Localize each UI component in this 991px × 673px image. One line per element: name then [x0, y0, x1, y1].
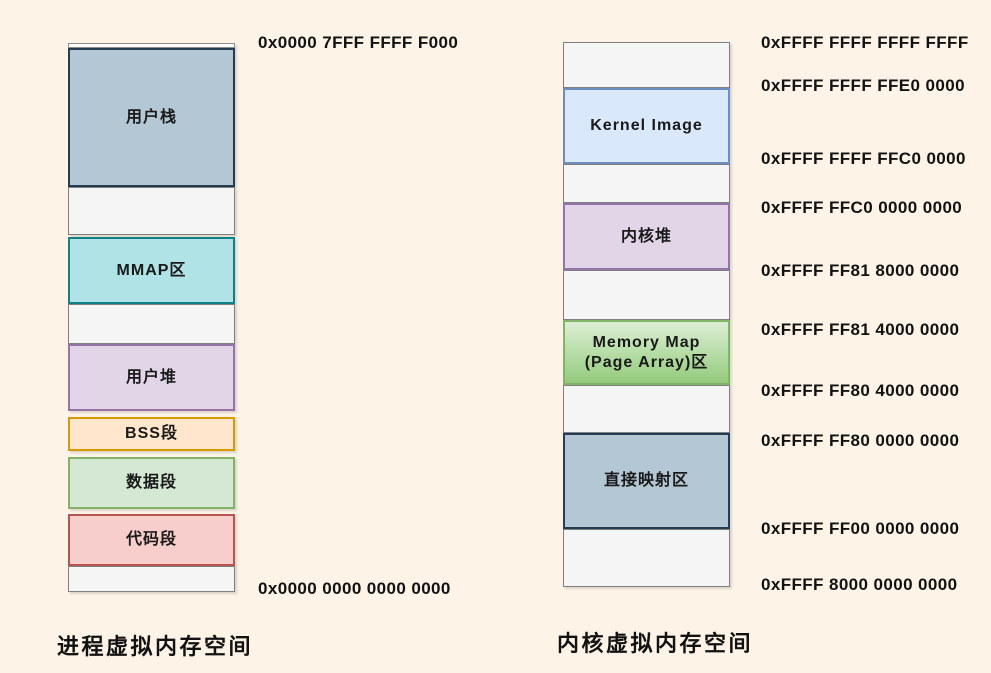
memory-block-empty-3 — [68, 566, 235, 592]
address-label: 0xFFFF FF81 8000 0000 — [761, 261, 960, 280]
memory-block-empty-top — [563, 42, 730, 88]
memory-block-mmap-area: MMAP区 — [68, 237, 235, 304]
memory-block-empty-2 — [68, 304, 235, 344]
memory-block-label: BSS段 — [125, 425, 178, 442]
memory-block-label: 用户堆 — [125, 368, 177, 386]
address-label: 0xFFFF FFFF FFE0 0000 — [761, 76, 965, 95]
address-label: 0xFFFF FF80 0000 0000 — [761, 431, 960, 450]
memory-block-label: 数据段 — [125, 474, 177, 491]
memory-block-empty-b — [563, 164, 730, 203]
address-label: 0x0000 7FFF FFFF F000 — [258, 33, 459, 52]
address-label: 0xFFFF FFFF FFC0 0000 — [761, 149, 966, 168]
memory-block-label: 直接映射区 — [603, 472, 689, 489]
memory-block-empty-c — [563, 270, 730, 320]
address-label: 0xFFFF FFFF FFFF FFFF — [761, 33, 969, 52]
memory-block-label: Kernel Image — [590, 117, 703, 134]
memory-block-empty-bottom — [563, 529, 730, 587]
memory-block-empty-1 — [68, 187, 235, 235]
memory-block-label: 用户栈 — [125, 108, 177, 126]
memory-block-top-strip — [68, 43, 235, 48]
address-label: 0xFFFF FF81 4000 0000 — [761, 320, 960, 339]
memory-block-kernel-heap: 内核堆 — [563, 203, 730, 270]
address-label: 0x0000 0000 0000 0000 — [258, 579, 451, 598]
memory-block-bss-segment: BSS段 — [68, 417, 235, 451]
address-label: 0xFFFF FF00 0000 0000 — [761, 519, 960, 538]
diagram-caption: 进程虚拟内存空间 — [57, 634, 254, 659]
memory-block-direct-mapping: 直接映射区 — [563, 433, 730, 529]
memory-block-user-stack: 用户栈 — [68, 48, 235, 187]
address-label: 0xFFFF FF80 4000 0000 — [761, 381, 960, 400]
memory-block-label: Memory Map (Page Array)区 — [584, 333, 709, 371]
memory-block-kernel-image: Kernel Image — [563, 88, 730, 164]
memory-block-user-heap: 用户堆 — [68, 344, 235, 411]
memory-block-empty-d — [563, 385, 730, 433]
memory-block-label: MMAP区 — [116, 261, 187, 279]
memory-block-memory-map-page-array: Memory Map (Page Array)区 — [563, 320, 730, 385]
diagram-caption: 内核虚拟内存空间 — [557, 631, 754, 656]
memory-block-label: 内核堆 — [620, 227, 672, 245]
address-label: 0xFFFF 8000 0000 0000 — [761, 575, 958, 594]
memory-block-code-segment: 代码段 — [68, 514, 235, 566]
address-label: 0xFFFF FFC0 0000 0000 — [761, 198, 963, 217]
memory-block-label: 代码段 — [125, 531, 177, 548]
memory-block-data-segment: 数据段 — [68, 457, 235, 509]
